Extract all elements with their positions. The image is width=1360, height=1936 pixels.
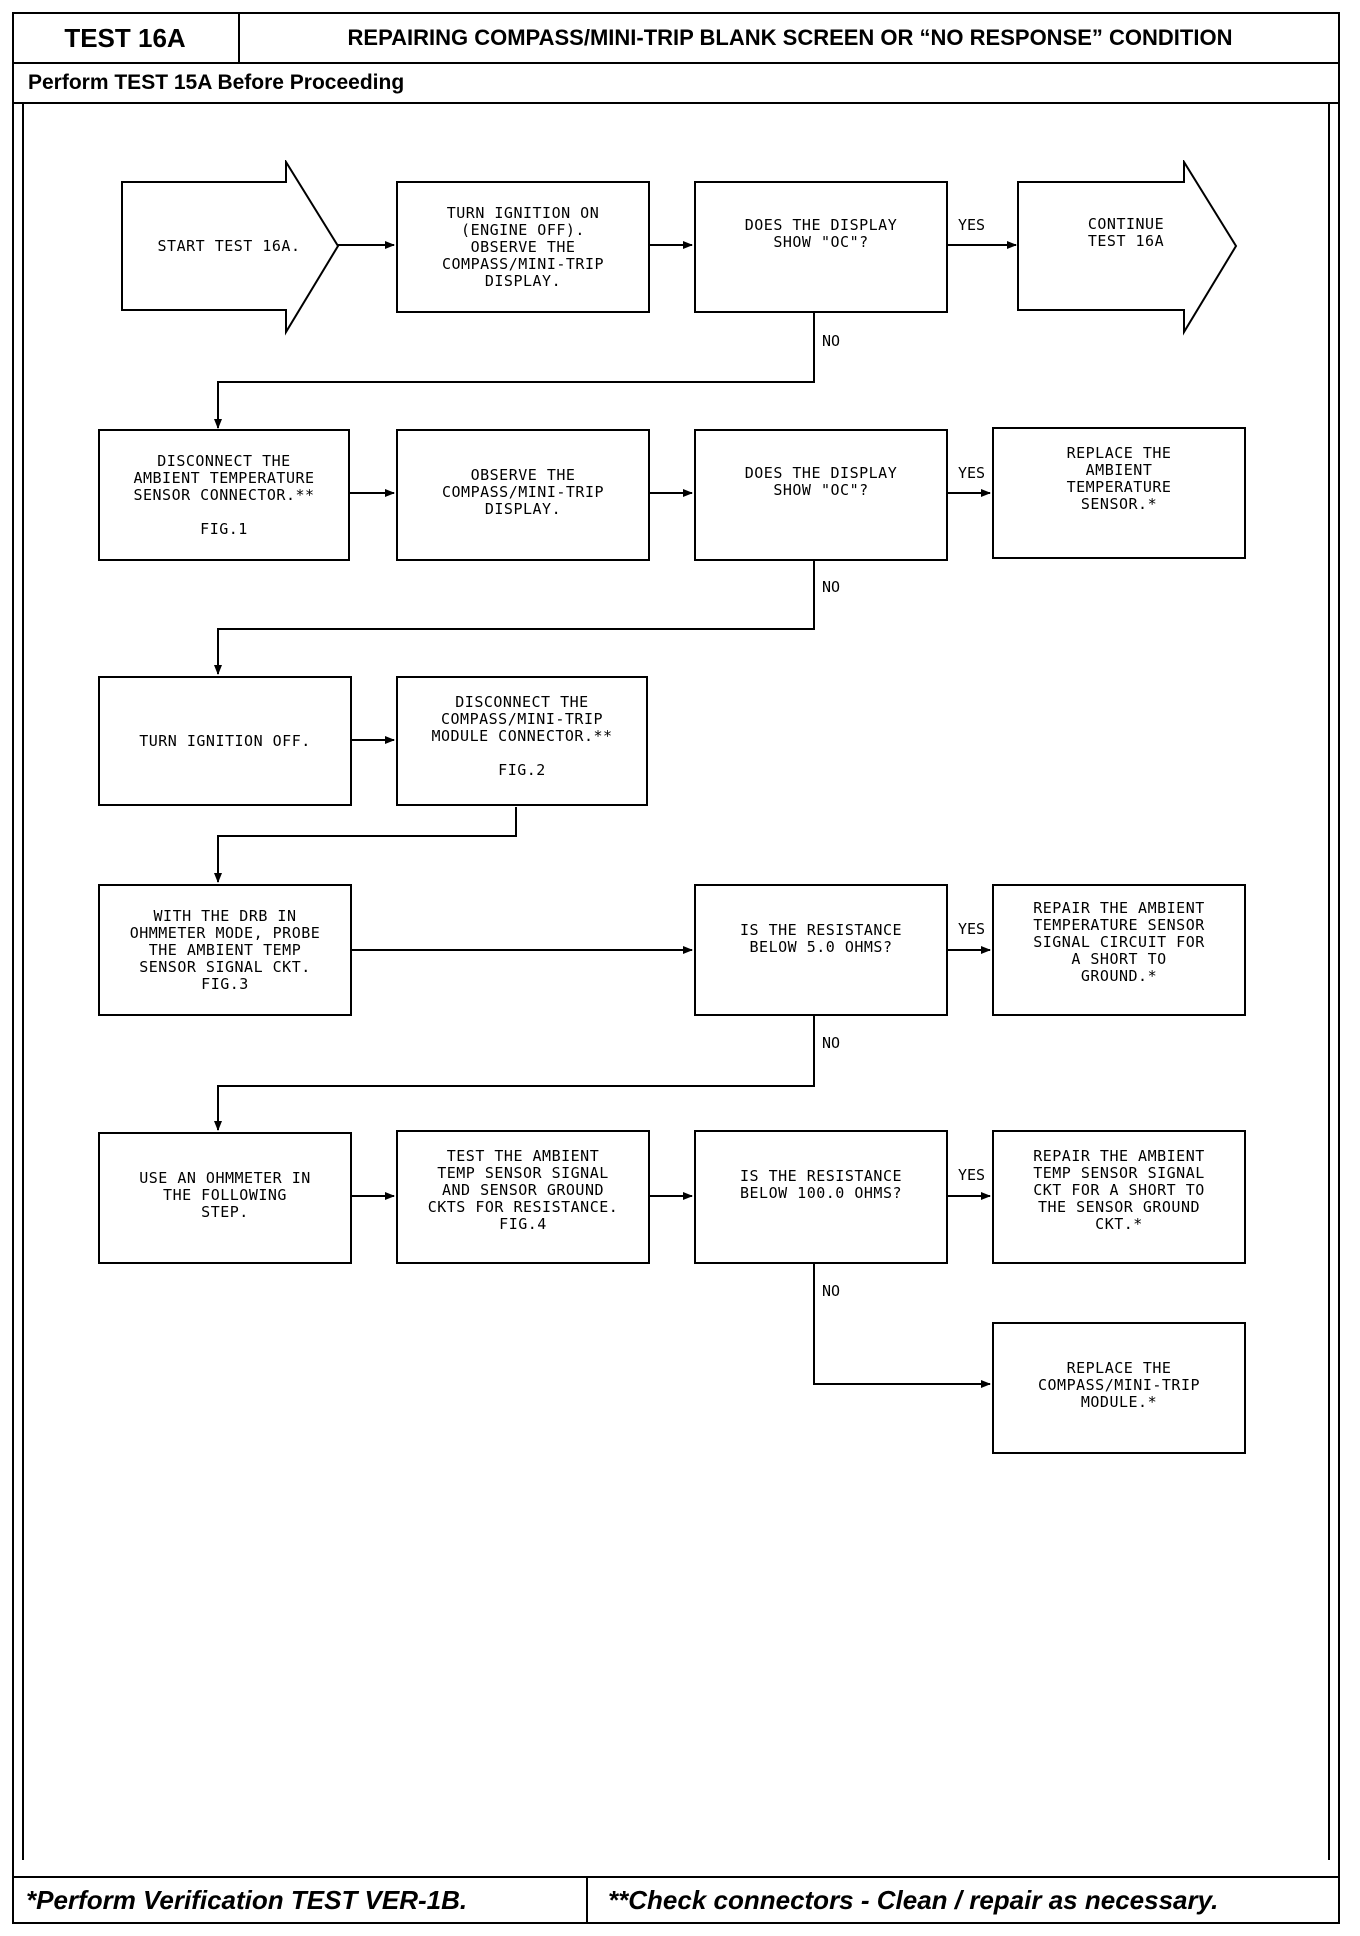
probe-drb-box: WITH THE DRB IN OHMMETER MODE, PROBE THE…	[98, 884, 352, 1016]
footer-bar	[12, 1876, 1340, 1924]
use-ohmmeter-box: USE AN OHMMETER IN THE FOLLOWING STEP.	[98, 1132, 352, 1264]
test-ambient-circuits-box: TEST THE AMBIENT TEMP SENSOR SIGNAL AND …	[396, 1130, 650, 1264]
yes-label: YES	[958, 216, 986, 234]
diagram-area	[22, 104, 1330, 1860]
display-oc-decision-2: DOES THE DISPLAY SHOW "OC"?	[694, 429, 948, 561]
repair-short-to-ground-box: REPAIR THE AMBIENT TEMPERATURE SENSOR SI…	[992, 884, 1246, 1016]
footer-connector-note: **Check connectors - Clean / repair as n…	[608, 1884, 1219, 1915]
continue-arrow-shape	[1017, 160, 1238, 336]
replace-ambient-sensor-box: REPLACE THE AMBIENT TEMPERATURE SENSOR.*	[992, 427, 1246, 559]
observe-display-box: OBSERVE THE COMPASS/MINI-TRIP DISPLAY.	[396, 429, 650, 561]
no-label: NO	[822, 1282, 841, 1300]
footer-verification-note: *Perform Verification TEST VER-1B.	[12, 1876, 588, 1924]
no-label: NO	[822, 1034, 841, 1052]
resistance-100-decision: IS THE RESISTANCE BELOW 100.0 OHMS?	[694, 1130, 948, 1264]
prerequisite-note: Perform TEST 15A Before Proceeding	[12, 64, 1340, 104]
yes-label: YES	[958, 1166, 986, 1184]
test-title: REPAIRING COMPASS/MINI-TRIP BLANK SCREEN…	[347, 25, 1233, 50]
no-label: NO	[822, 332, 841, 350]
repair-short-to-sensor-ground-box: REPAIR THE AMBIENT TEMP SENSOR SIGNAL CK…	[992, 1130, 1246, 1264]
disconnect-module-box: DISCONNECT THE COMPASS/MINI-TRIP MODULE …	[396, 676, 648, 806]
resistance-5-decision: IS THE RESISTANCE BELOW 5.0 OHMS?	[694, 884, 948, 1016]
start-arrow-shape	[121, 160, 340, 336]
turn-ignition-on-box: TURN IGNITION ON (ENGINE OFF). OBSERVE T…	[396, 181, 650, 313]
page-frame	[12, 12, 1340, 1924]
display-oc-decision-1: DOES THE DISPLAY SHOW "OC"?	[694, 181, 948, 313]
replace-module-box: REPLACE THE COMPASS/MINI-TRIP MODULE.*	[992, 1322, 1246, 1454]
start-test-label: START TEST 16A.	[157, 236, 301, 255]
turn-ignition-off-box: TURN IGNITION OFF.	[98, 676, 352, 806]
continue-test-label: CONTINUE TEST 16A	[1087, 215, 1165, 250]
test-id: TEST 16A	[12, 12, 240, 64]
no-label: NO	[822, 578, 841, 596]
yes-label: YES	[958, 464, 986, 482]
header-bar	[12, 12, 1340, 64]
yes-label: YES	[958, 920, 986, 938]
disconnect-ambient-sensor-box: DISCONNECT THE AMBIENT TEMPERATURE SENSO…	[98, 429, 350, 561]
